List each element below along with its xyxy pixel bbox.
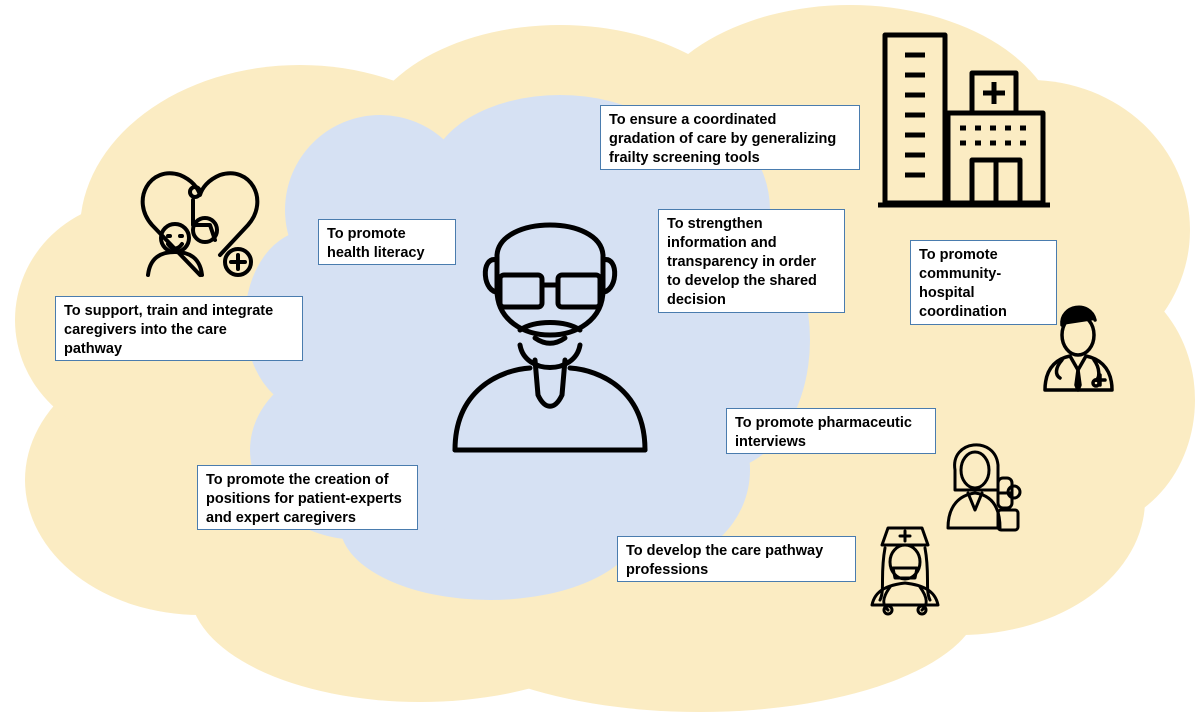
doctor-icon bbox=[1043, 305, 1114, 392]
label-shared-decision: To strengthen information and transparen… bbox=[658, 209, 845, 313]
label-health-literacy: To promote health literacy bbox=[318, 219, 456, 265]
label-frailty-screening: To ensure a coordinated gradation of car… bbox=[600, 105, 860, 170]
label-pharmaceutic-interviews: To promote pharmaceutic interviews bbox=[726, 408, 936, 454]
label-patient-experts: To promote the creation of positions for… bbox=[197, 465, 418, 530]
pharmacist-icon bbox=[946, 443, 1022, 532]
hospital-building-icon bbox=[878, 32, 1050, 208]
elderly-person-icon bbox=[452, 222, 648, 453]
caregiver-heart-wheelchair-icon bbox=[140, 171, 260, 277]
label-caregivers: To support, train and integrate caregive… bbox=[55, 296, 303, 361]
nurse-icon bbox=[870, 526, 940, 616]
label-care-pathway-professions: To develop the care pathway professions bbox=[617, 536, 856, 582]
label-community-hospital: To promote community- hospital coordinat… bbox=[910, 240, 1057, 325]
